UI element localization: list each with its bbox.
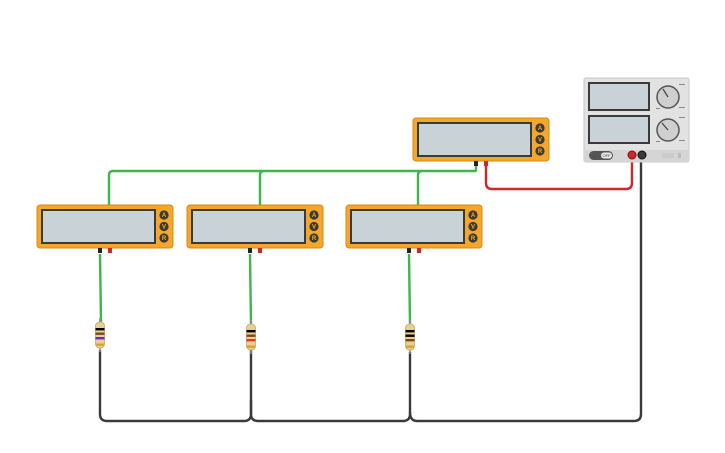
resistor-band xyxy=(95,343,105,346)
multimeter-mode-button-V[interactable]: V xyxy=(535,134,545,145)
multimeter-positive-terminal[interactable] xyxy=(417,248,421,253)
voltage-knob[interactable] xyxy=(656,85,680,109)
resistor-band xyxy=(405,334,415,337)
multimeter-com-terminal[interactable] xyxy=(407,248,411,253)
green-wire-r1[interactable] xyxy=(98,253,103,323)
multimeter-mode-button-V[interactable]: V xyxy=(309,221,319,232)
multimeter-mode-label: A xyxy=(538,126,543,132)
multimeter-mode-button-R[interactable]: R xyxy=(535,146,545,156)
black-wire-r3[interactable] xyxy=(408,156,643,423)
red-wire-supply[interactable] xyxy=(484,156,634,191)
resistor-band xyxy=(246,339,256,342)
multimeter-mode-label: A xyxy=(162,213,167,219)
multimeter-mode-label: V xyxy=(538,138,542,144)
multimeter-mode-label: V xyxy=(162,225,166,231)
resistor-band xyxy=(405,339,415,342)
multimeter-mode-button-R[interactable]: R xyxy=(468,233,478,243)
black-wire-r1[interactable] xyxy=(98,350,253,423)
resistor-band xyxy=(246,334,256,337)
wires xyxy=(98,156,643,423)
resistor-band xyxy=(95,337,105,340)
multimeter-positive-terminal[interactable] xyxy=(484,161,488,166)
green-wire-branch-3[interactable] xyxy=(416,169,423,205)
multimeter-mode-label: R xyxy=(471,236,476,242)
multimeter-mode-button-A[interactable]: A xyxy=(468,210,478,220)
resistor-band xyxy=(95,328,105,331)
multimeter-m1[interactable]: AVR xyxy=(36,204,174,253)
multimeter-display xyxy=(191,209,306,244)
multimeter-top[interactable]: AVR xyxy=(412,117,550,166)
green-wire-branch-2[interactable] xyxy=(258,169,265,205)
multimeter-mode-button-V[interactable]: V xyxy=(159,221,169,232)
green-wire-r2[interactable] xyxy=(248,253,253,326)
multimeter-mode-button-A[interactable]: A xyxy=(309,210,319,220)
multimeter-com-terminal[interactable] xyxy=(248,248,252,253)
multimeter-display xyxy=(350,209,465,244)
resistor-r1[interactable] xyxy=(95,318,105,352)
multimeter-com-terminal[interactable] xyxy=(474,161,478,166)
multimeter-display xyxy=(417,122,532,157)
supply-negative-terminal[interactable] xyxy=(637,150,647,160)
multimeter-mode-label: R xyxy=(538,149,543,155)
resistor-band xyxy=(405,345,415,348)
resistors xyxy=(95,318,415,354)
multimeter-positive-terminal[interactable] xyxy=(108,248,112,253)
resistor-band xyxy=(246,330,256,333)
multimeter-m3[interactable]: AVR xyxy=(345,204,483,253)
multimeter-mode-label: V xyxy=(312,225,316,231)
power-supply[interactable]: OFF xyxy=(583,77,690,163)
resistor-r2[interactable] xyxy=(246,320,256,354)
multimeter-com-terminal[interactable] xyxy=(98,248,102,253)
multimeter-mode-label: A xyxy=(312,213,317,219)
resistor-band xyxy=(246,345,256,348)
multimeter-mode-label: R xyxy=(312,236,317,242)
multimeter-positive-terminal[interactable] xyxy=(258,248,262,253)
multimeter-mode-button-V[interactable]: V xyxy=(468,221,478,232)
multimeter-mode-button-R[interactable]: R xyxy=(159,233,169,243)
multimeter-mode-label: A xyxy=(471,213,476,219)
supply-model-label xyxy=(662,153,674,158)
supply-positive-terminal[interactable] xyxy=(627,150,637,160)
green-wire-r3[interactable] xyxy=(407,253,412,326)
multimeter-m2[interactable]: AVR xyxy=(186,204,324,253)
resistor-r3[interactable] xyxy=(405,320,415,354)
multimeter-mode-button-A[interactable]: A xyxy=(159,210,169,220)
multimeter-mode-button-R[interactable]: R xyxy=(309,233,319,243)
multimeter-mode-label: R xyxy=(162,236,167,242)
supply-indicator xyxy=(678,153,681,158)
current-knob[interactable] xyxy=(656,118,680,142)
multimeter-mode-button-A[interactable]: A xyxy=(535,123,545,133)
power-switch[interactable]: OFF xyxy=(589,151,613,160)
black-wire-r2[interactable] xyxy=(249,352,412,423)
multimeter-display xyxy=(41,209,156,244)
supply-display-current xyxy=(588,115,650,144)
resistor-band xyxy=(405,330,415,333)
resistor-band xyxy=(95,332,105,335)
knob-ticks xyxy=(656,84,685,142)
power-switch-label: OFF xyxy=(603,153,612,158)
green-wire-bus[interactable] xyxy=(107,163,478,207)
supply-display-voltage xyxy=(588,82,650,111)
multimeter-mode-label: V xyxy=(471,225,475,231)
